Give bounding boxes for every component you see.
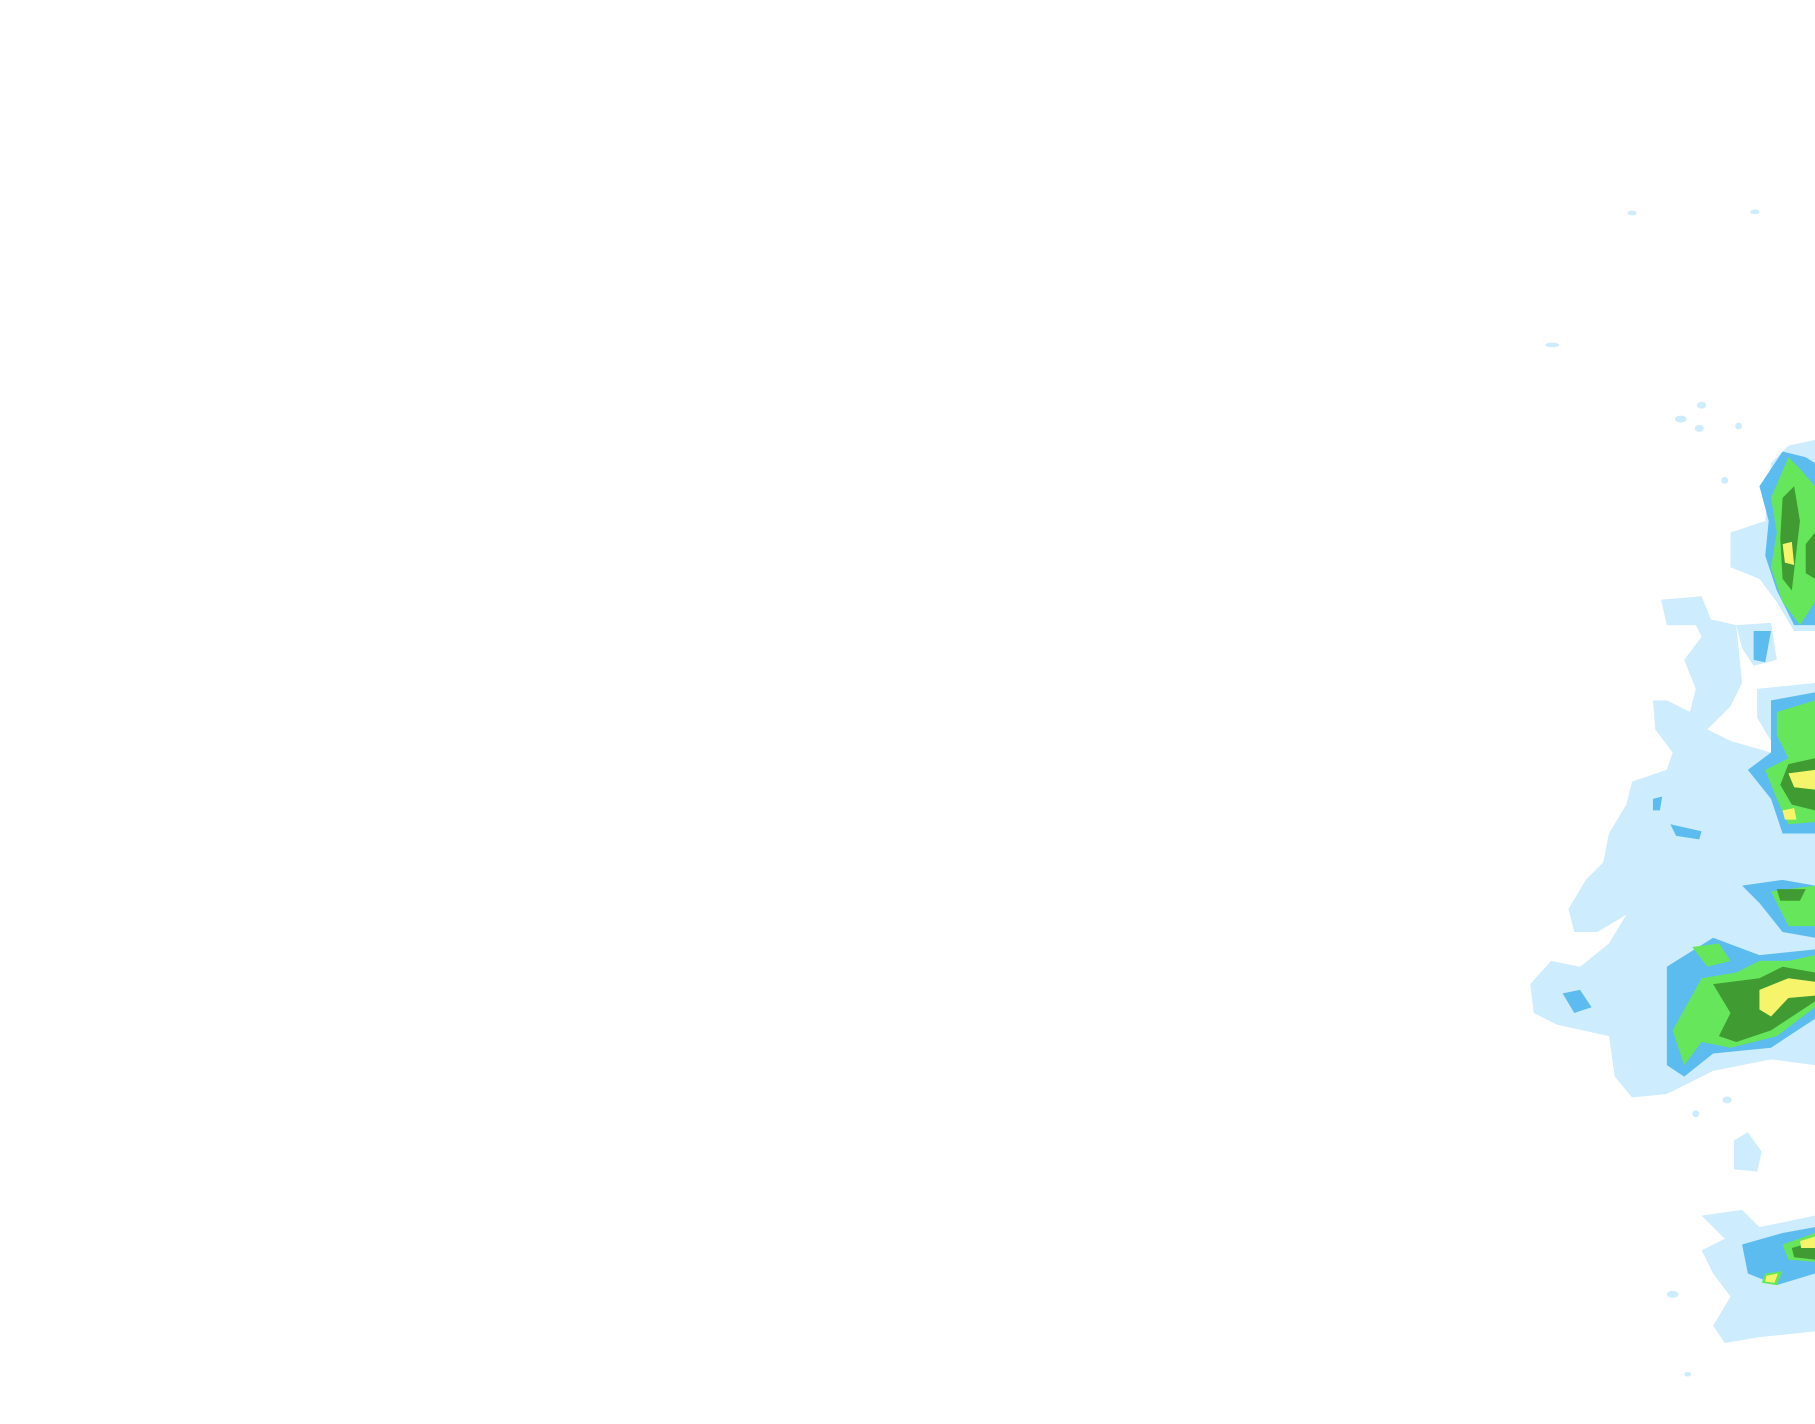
intense-precip-layer bbox=[1759, 541, 1815, 1283]
